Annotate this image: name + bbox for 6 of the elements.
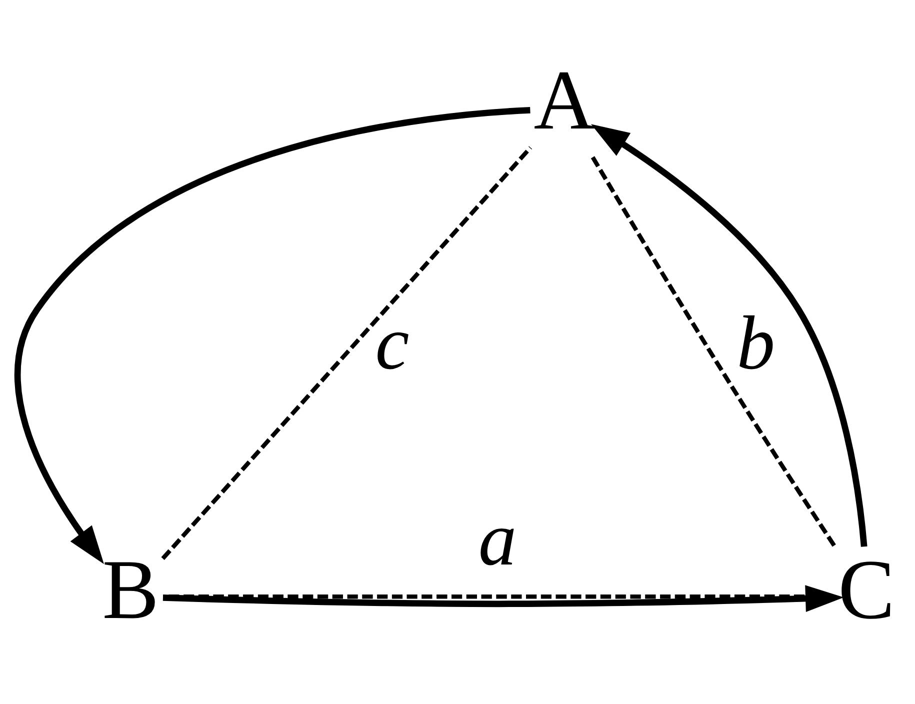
node-text: A (534, 54, 596, 148)
edge-label: a (478, 496, 517, 582)
edge-label: b (736, 300, 776, 386)
node-text: B (102, 542, 160, 637)
edge-label: c (375, 300, 410, 386)
node-text: C (838, 542, 895, 637)
